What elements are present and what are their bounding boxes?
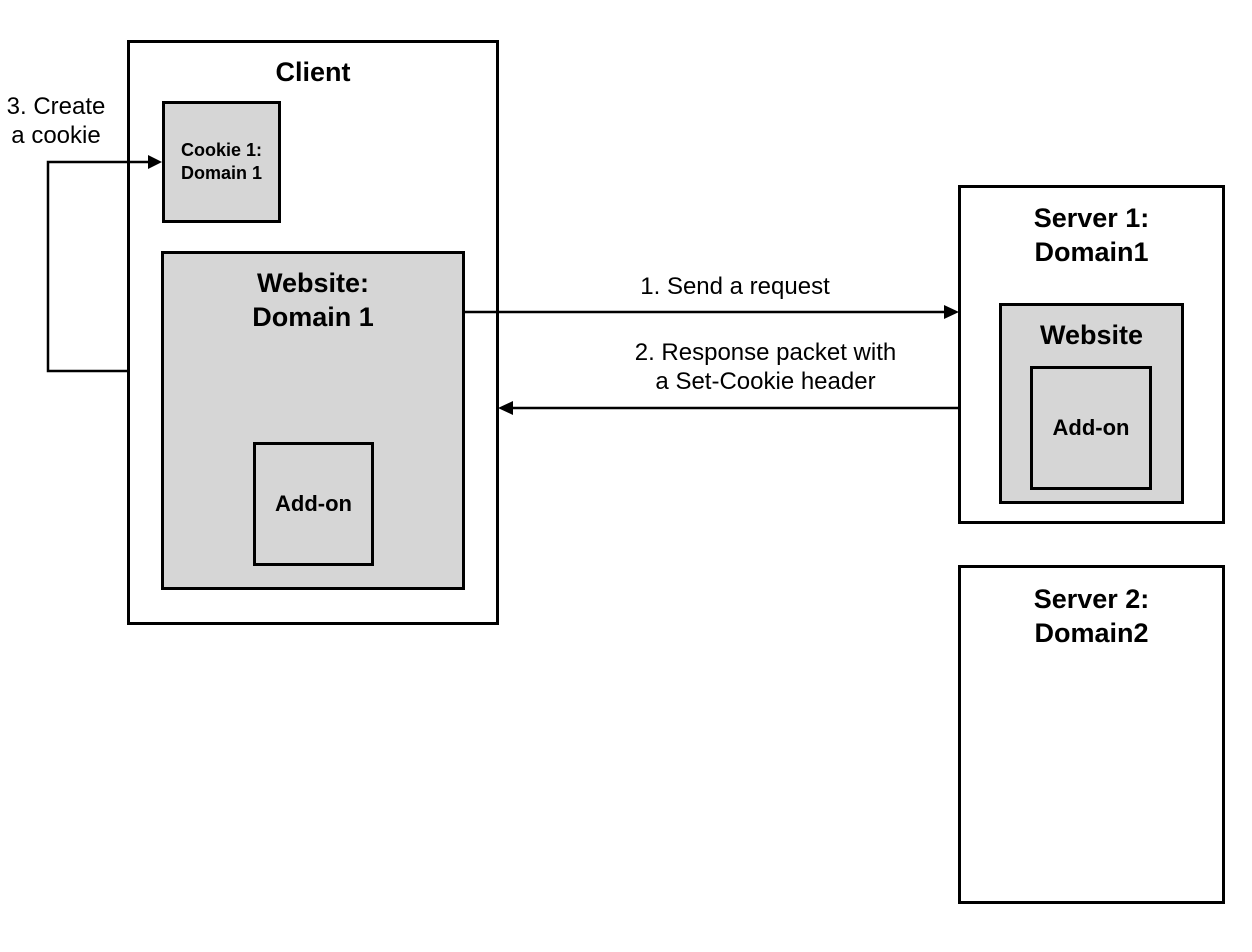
cookie-box — [162, 101, 281, 223]
server1-website-label: Website — [1039, 320, 1144, 350]
cookie-label: Cookie 1: Domain 1 — [180, 140, 263, 183]
client-addon-box — [253, 442, 374, 566]
server1-title: Server 1: Domain1 — [1033, 203, 1150, 267]
client-website-box — [161, 251, 465, 590]
client-addon-label: Add-on — [275, 491, 352, 516]
request-arrow-label: 1. Send a request — [640, 273, 830, 300]
server1-addon-label: Add-on — [1052, 415, 1130, 440]
request-arrow — [465, 305, 959, 319]
client-title: Client — [275, 57, 351, 87]
server2-title: Server 2: Domain2 — [1033, 584, 1150, 648]
server1-addon-box — [1030, 366, 1152, 490]
response-arrow — [498, 401, 958, 415]
create-cookie-label: 3. Create a cookie — [6, 93, 106, 150]
client-website-label: Website: Domain 1 — [252, 268, 374, 332]
response-arrow-label: 2. Response packet with a Set-Cookie hea… — [634, 339, 897, 396]
server2-box — [958, 565, 1225, 904]
